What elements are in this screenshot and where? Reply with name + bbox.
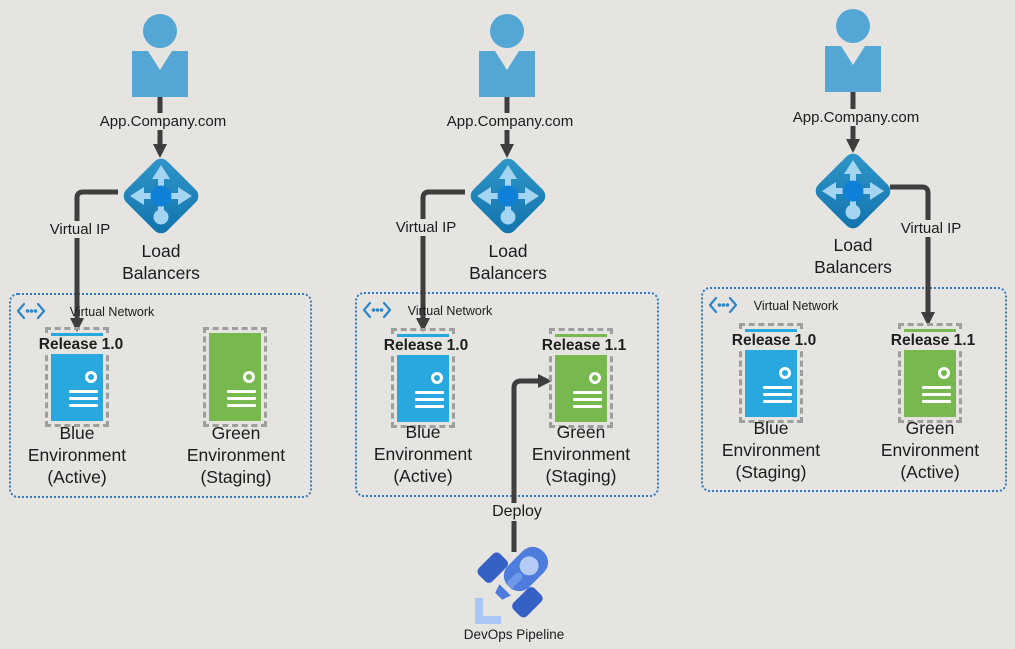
virtual-network-icon <box>708 296 738 314</box>
env-label-line: (Active) <box>393 466 453 486</box>
blue-environment-label: Blue Environment (Active) <box>348 421 498 487</box>
devops-pipeline-icon <box>475 546 549 624</box>
virtual-network-label: Virtual Network <box>753 299 839 313</box>
user-icon <box>825 9 881 92</box>
load-balancer-icon <box>123 158 199 234</box>
env-label-line: (Staging) <box>545 466 617 486</box>
env-label-line: Green <box>556 422 606 442</box>
load-balancer-label-line1: Load <box>833 235 873 255</box>
server-led-icon <box>589 372 601 384</box>
load-balancer-label: Load Balancers <box>448 240 568 284</box>
env-label-line: Green <box>905 418 955 438</box>
virtual-network-box <box>9 293 312 498</box>
env-label-line: Environment <box>721 440 821 460</box>
blue-environment-label: Blue Environment (Staging) <box>696 417 846 483</box>
domain-label: App.Company.com <box>427 113 593 130</box>
env-label-line: Environment <box>531 444 631 464</box>
blue-server-outline <box>391 328 455 428</box>
virtual-network-label: Virtual Network <box>69 305 155 319</box>
env-label-line: Blue <box>405 422 441 442</box>
load-balancer-label-line2: Balancers <box>814 257 892 277</box>
load-balancer-label-line1: Load <box>488 241 528 261</box>
virtual-network-box <box>355 292 659 497</box>
virtual-network-icon <box>16 302 46 320</box>
virtual-network-label: Virtual Network <box>407 304 493 318</box>
env-label-line: (Staging) <box>735 462 807 482</box>
server-led-icon <box>779 367 791 379</box>
env-label-line: Environment <box>373 444 473 464</box>
load-balancer-icon <box>815 153 891 229</box>
env-label-line: Environment <box>186 445 286 465</box>
load-balancer-label-line1: Load <box>141 241 181 261</box>
env-label-line: Environment <box>27 445 127 465</box>
green-server-outline <box>898 323 962 423</box>
server-led-icon <box>85 371 97 383</box>
blue-server-outline <box>45 327 109 427</box>
release-label: Release 1.0 <box>378 337 474 355</box>
server-led-icon <box>938 367 950 379</box>
virtual-ip-label: Virtual IP <box>42 221 118 238</box>
deploy-label: Deploy <box>479 503 555 521</box>
virtual-network-icon <box>362 301 392 319</box>
user-icon <box>479 14 535 97</box>
release-label: Release 1.1 <box>885 332 981 350</box>
env-label-line: Blue <box>753 418 789 438</box>
green-environment-label: Green Environment (Active) <box>855 417 1005 483</box>
env-label-line: Environment <box>880 440 980 460</box>
green-environment-label: Green Environment (Staging) <box>161 422 311 488</box>
release-label: Release 1.0 <box>726 332 822 350</box>
green-server-outline <box>549 328 613 428</box>
virtual-network-box <box>701 287 1007 492</box>
load-balancer-label-line2: Balancers <box>469 263 547 283</box>
load-balancer-icon <box>470 158 546 234</box>
domain-label: App.Company.com <box>773 109 939 126</box>
blue-server-outline <box>739 323 803 423</box>
env-label-line: (Staging) <box>200 467 272 487</box>
load-balancer-label-line2: Balancers <box>122 263 200 283</box>
env-label-line: (Active) <box>900 462 960 482</box>
env-label-line: (Active) <box>47 467 107 487</box>
load-balancer-label: Load Balancers <box>793 234 913 278</box>
env-label-line: Green <box>211 423 261 443</box>
load-balancer-label: Load Balancers <box>101 240 221 284</box>
blue-environment-label: Blue Environment (Active) <box>2 422 152 488</box>
green-server-outline <box>203 327 267 427</box>
release-label: Release 1.0 <box>33 336 129 354</box>
env-label-line: Blue <box>59 423 95 443</box>
green-environment-label: Green Environment (Staging) <box>506 421 656 487</box>
server-led-icon <box>243 371 255 383</box>
release-label: Release 1.1 <box>536 337 632 355</box>
server-led-icon <box>431 372 443 384</box>
virtual-ip-label: Virtual IP <box>893 220 969 237</box>
green-server-icon <box>209 333 261 421</box>
devops-pipeline-label: DevOps Pipeline <box>463 627 565 642</box>
domain-label: App.Company.com <box>80 113 246 130</box>
virtual-ip-label: Virtual IP <box>388 219 464 236</box>
user-icon <box>132 14 188 97</box>
